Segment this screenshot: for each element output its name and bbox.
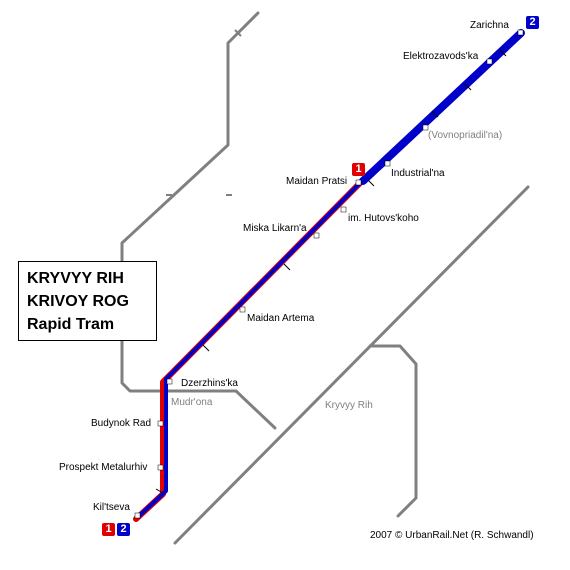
railway-diagonal [173,185,530,545]
station-marker-maidan-artema[interactable] [239,306,246,313]
label-industrialna[interactable]: Industrial'na [391,168,445,179]
label-maidan-pratsi[interactable]: Maidan Pratsi [286,176,348,187]
label-prospekt-metalurhiv[interactable]: Prospekt Metalurhiv [59,462,148,473]
station-marker-elektrozavodska[interactable] [486,58,493,65]
label-zarichna[interactable]: Zarichna [470,20,509,31]
label-dzerzhinska[interactable]: Dzerzhins'ka [181,378,238,389]
map-title-box: KRYVYY RIH KRIVOY ROG Rapid Tram [18,261,157,341]
railway-west [120,339,277,430]
line-1-badge-north[interactable]: 1 [352,163,365,176]
label-miska-likarna[interactable]: Miska Likarn'a [243,223,307,234]
label-maidan-artema[interactable]: Maidan Artema [247,313,315,324]
label-vovnopriadilna[interactable]: (Vovnopriadil'na) [428,130,503,141]
station-marker-vovnopriadilna[interactable] [422,124,429,131]
station-marker-miska-likarna[interactable] [313,232,320,239]
title-line-1: KRYVYY RIH [27,270,124,287]
map-credit: 2007 © UrbanRail.Net (R. Schwandl) [370,530,534,541]
railway-north-west [120,11,260,262]
station-marker-budynok-rad[interactable] [157,420,164,427]
title-line-3: Rapid Tram [27,316,115,333]
station-marker-hutovskoho[interactable] [340,206,347,213]
label-elektrozavodska[interactable]: Elektrozavods'ka [403,51,479,62]
label-hutovskoho[interactable]: im. Hutovs'koho [348,213,419,224]
line-2-route-main [137,30,524,518]
station-markers [134,29,524,519]
line-2-route-north [359,29,525,185]
station-marker-zarichna[interactable] [517,29,524,36]
route-crossings [155,49,507,494]
station-marker-dzerzhinska[interactable] [166,378,173,385]
line-2-badge-north[interactable]: 2 [526,16,539,29]
railway-lines [120,11,530,545]
railway-ticks [166,29,242,196]
station-marker-maidan-pratsi[interactable] [355,179,362,186]
tram-route [133,29,525,522]
station-marker-industrialna[interactable] [384,160,391,167]
line-1-badge-south[interactable]: 1 [102,523,115,536]
title-line-2: KRIVOY ROG [27,293,129,310]
line-2-badge-south[interactable]: 2 [117,523,130,536]
label-kryvyy-rih-station: Kryvyy Rih [325,400,373,411]
label-kiltseva[interactable]: Kil'tseva [93,502,130,513]
station-marker-kiltseva[interactable] [134,512,141,519]
station-marker-prospekt-metalurhiv[interactable] [157,464,164,471]
label-mudrona[interactable]: Mudr'ona [171,397,213,408]
railway-east [368,344,418,518]
label-budynok-rad[interactable]: Budynok Rad [91,418,152,429]
